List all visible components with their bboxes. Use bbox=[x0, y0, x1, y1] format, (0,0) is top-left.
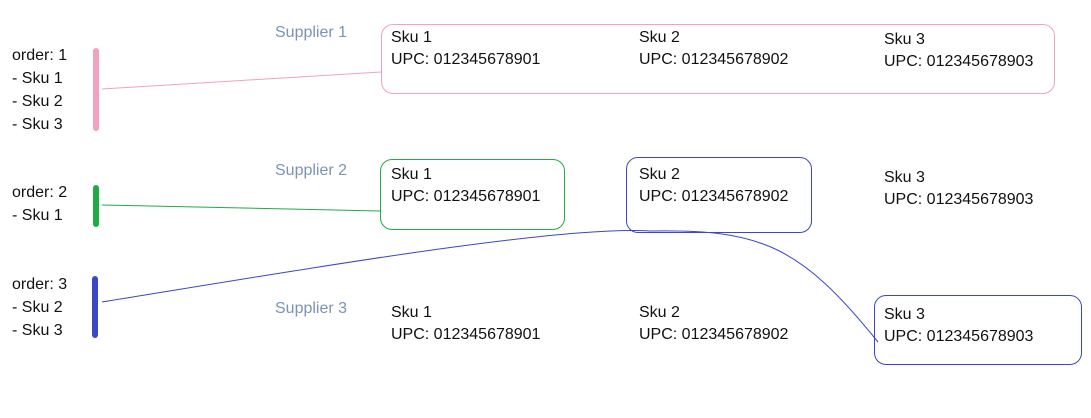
order-3-bar bbox=[92, 276, 98, 338]
order-3-title: order: 3 bbox=[12, 276, 68, 293]
sku-name: Sku 1 bbox=[391, 166, 432, 183]
order-3-item: - Sku 3 bbox=[12, 322, 63, 339]
sku-name: Sku 2 bbox=[639, 29, 680, 46]
sku-name: Sku 3 bbox=[884, 31, 925, 48]
supplier-2-sku-2: Sku 2 UPC: 012345678902 bbox=[639, 164, 788, 208]
supplier-2-sku-1: Sku 1 UPC: 012345678901 bbox=[391, 164, 540, 208]
sku-upc: UPC: 012345678902 bbox=[639, 188, 789, 205]
sku-upc: UPC: 012345678901 bbox=[391, 51, 541, 68]
sku-name: Sku 3 bbox=[884, 306, 925, 323]
supplier-1-label: Supplier 1 bbox=[275, 24, 348, 41]
sku-upc: UPC: 012345678903 bbox=[884, 191, 1034, 208]
supplier-3-label: Supplier 3 bbox=[275, 300, 348, 317]
connector-order-3-supplier-2-sku-2 bbox=[101, 230, 651, 303]
order-3-item: - Sku 2 bbox=[12, 299, 63, 316]
order-2-bar bbox=[93, 185, 99, 227]
supplier-2-sku-3: Sku 3 UPC: 012345678903 bbox=[884, 167, 1033, 211]
sku-name: Sku 3 bbox=[884, 169, 925, 186]
supplier-1-selection-box bbox=[381, 24, 1055, 94]
sku-name: Sku 1 bbox=[391, 29, 432, 46]
order-1-block: order: 1 - Sku 1 - Sku 2 - Sku 3 bbox=[12, 44, 67, 136]
connector-order-2-supplier-2-sku-1 bbox=[101, 204, 381, 212]
supplier-3-sku-2: Sku 2 UPC: 012345678902 bbox=[639, 302, 788, 346]
supplier-1-sku-2: Sku 2 UPC: 012345678902 bbox=[639, 27, 788, 71]
sku-upc: UPC: 012345678903 bbox=[884, 328, 1034, 345]
connector-order-1-supplier-1 bbox=[101, 71, 382, 90]
supplier-1-sku-1: Sku 1 UPC: 012345678901 bbox=[391, 27, 540, 71]
connector-order-3-supplier-3-sku-3 bbox=[649, 230, 879, 343]
sku-name: Sku 2 bbox=[639, 304, 680, 321]
supplier-3-sku-3-selection-box bbox=[874, 295, 1082, 365]
order-1-title: order: 1 bbox=[12, 47, 68, 64]
sku-upc: UPC: 012345678901 bbox=[391, 326, 541, 343]
supplier-2-sku-2-selection-box bbox=[626, 157, 812, 233]
supplier-2-label: Supplier 2 bbox=[275, 162, 348, 179]
sku-name: Sku 1 bbox=[391, 304, 432, 321]
order-1-item: - Sku 1 bbox=[12, 70, 63, 87]
supplier-2-sku-1-selection-box bbox=[380, 159, 565, 230]
order-2-block: order: 2 - Sku 1 bbox=[12, 181, 67, 227]
order-2-item: - Sku 1 bbox=[12, 207, 63, 224]
sku-upc: UPC: 012345678903 bbox=[884, 53, 1034, 70]
order-3-block: order: 3 - Sku 2 - Sku 3 bbox=[12, 273, 67, 342]
sku-upc: UPC: 012345678901 bbox=[391, 188, 541, 205]
order-2-title: order: 2 bbox=[12, 184, 68, 201]
order-1-item: - Sku 3 bbox=[12, 116, 63, 133]
supplier-3-sku-1: Sku 1 UPC: 012345678901 bbox=[391, 302, 540, 346]
supplier-1-sku-3: Sku 3 UPC: 012345678903 bbox=[884, 29, 1033, 73]
order-1-item: - Sku 2 bbox=[12, 93, 63, 110]
sku-upc: UPC: 012345678902 bbox=[639, 51, 789, 68]
sku-name: Sku 2 bbox=[639, 166, 680, 183]
sku-upc: UPC: 012345678902 bbox=[639, 326, 789, 343]
order-1-bar bbox=[93, 48, 99, 131]
supplier-3-sku-3: Sku 3 UPC: 012345678903 bbox=[884, 304, 1033, 348]
